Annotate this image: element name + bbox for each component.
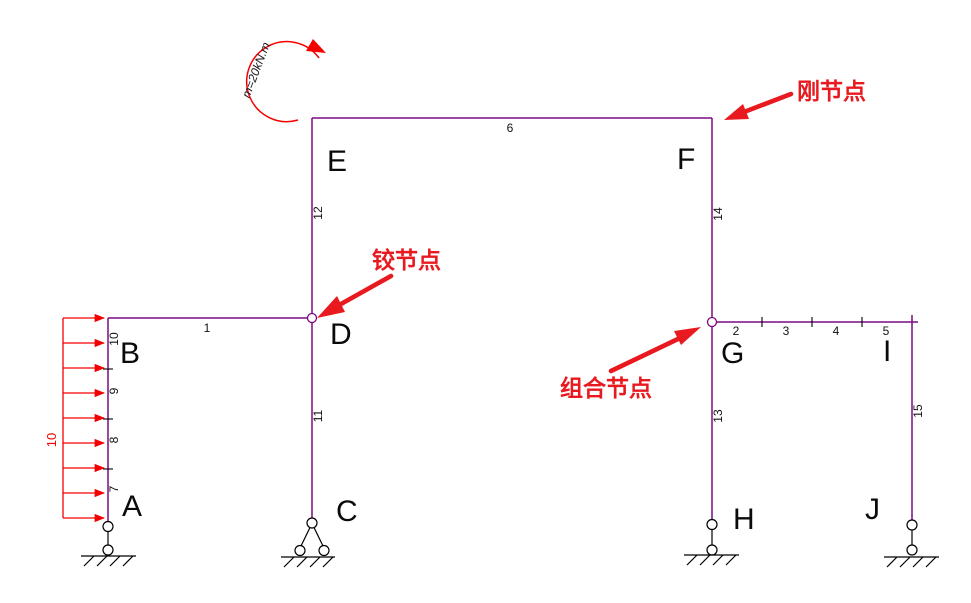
hatch-line xyxy=(925,556,937,568)
support-pin-circle xyxy=(706,518,718,531)
node-label-G: G xyxy=(721,337,744,370)
node-label-D: D xyxy=(330,318,352,351)
node-label-J: J xyxy=(865,493,880,526)
hatch-line xyxy=(899,556,911,568)
support-pin-circle xyxy=(102,544,114,556)
support-pin-circle xyxy=(294,544,306,557)
hatch-line xyxy=(96,555,108,567)
node-label-A: A xyxy=(122,490,142,523)
member-number-2: 2 xyxy=(733,324,740,338)
hatch-line xyxy=(686,554,698,566)
member-number-6: 6 xyxy=(507,121,514,135)
hatch-line xyxy=(912,556,924,568)
member-number-7: 7 xyxy=(107,485,121,492)
composite-joint-label: 组合节点 xyxy=(560,375,652,401)
member-number-10: 10 xyxy=(107,332,121,346)
hatch-line xyxy=(699,554,711,566)
support-pin-circle xyxy=(906,544,918,556)
hinges-group xyxy=(306,312,718,328)
member-number-11: 11 xyxy=(311,409,325,422)
hatch-line xyxy=(322,556,334,568)
node-label-C: C xyxy=(336,495,358,528)
hatch-line xyxy=(725,554,737,566)
hatch-line xyxy=(296,556,308,568)
member-number-5: 5 xyxy=(883,324,890,338)
hatch-line xyxy=(83,555,95,567)
annotation-hinge-joint: 铰节点 xyxy=(317,247,441,318)
member-numbers: 1 2 3 4 5 6 7 8 9 10 11 12 13 14 15 xyxy=(107,121,925,492)
hinge-joint-arrowhead xyxy=(317,296,345,318)
composite-joint-arrowhead xyxy=(674,327,701,345)
hatch-line xyxy=(309,556,321,568)
support-H xyxy=(684,518,739,566)
rigid-joint-label: 刚节点 xyxy=(797,78,866,104)
hatch-line xyxy=(886,556,898,568)
support-pin-circle xyxy=(102,520,114,533)
hinge-circle-G xyxy=(706,316,718,328)
support-pin-circle xyxy=(306,517,318,529)
member-number-1: 1 xyxy=(204,321,211,335)
hatch-line xyxy=(122,555,134,567)
moment-arrowhead xyxy=(306,39,326,53)
node-label-I: I xyxy=(883,335,891,368)
node-label-F: F xyxy=(677,143,695,176)
support-C xyxy=(281,517,335,568)
member-number-14: 14 xyxy=(711,207,725,221)
rigid-joint-arrow-line xyxy=(741,91,794,115)
support-A xyxy=(81,520,136,567)
member-number-13: 13 xyxy=(711,409,725,423)
member-number-9: 9 xyxy=(107,387,121,394)
node-label-E: E xyxy=(327,145,347,178)
member-number-8: 8 xyxy=(107,436,121,443)
support-J xyxy=(884,519,939,568)
annotation-rigid-joint: 刚节点 xyxy=(724,78,866,120)
hinge-joint-arrow-line xyxy=(338,273,394,307)
distributed-load-value: 10 xyxy=(44,433,59,447)
distributed-load: 10 xyxy=(44,313,106,523)
member-number-15: 15 xyxy=(911,404,925,418)
support-link xyxy=(313,527,324,547)
member-number-3: 3 xyxy=(783,324,790,338)
hatch-line xyxy=(712,554,724,566)
hatch-line xyxy=(283,556,295,568)
hinge-joint-label: 铰节点 xyxy=(372,247,441,273)
node-label-H: H xyxy=(733,503,755,536)
rigid-joint-arrowhead xyxy=(724,104,749,120)
annotation-composite-joint: 组合节点 xyxy=(560,327,701,401)
moment-arc xyxy=(246,40,320,123)
member-number-4: 4 xyxy=(833,324,840,338)
support-pin-circle xyxy=(318,544,330,557)
support-pin-circle xyxy=(706,544,718,556)
hinge-circle-D xyxy=(306,312,318,324)
member-number-12: 12 xyxy=(311,206,325,220)
support-link xyxy=(300,527,311,547)
support-pin-circle xyxy=(906,519,918,531)
node-label-B: B xyxy=(120,337,140,370)
node-labels: A B C D E F G H I J xyxy=(120,143,891,536)
hatch-line xyxy=(109,555,121,567)
composite-joint-arrow-line xyxy=(608,335,683,374)
